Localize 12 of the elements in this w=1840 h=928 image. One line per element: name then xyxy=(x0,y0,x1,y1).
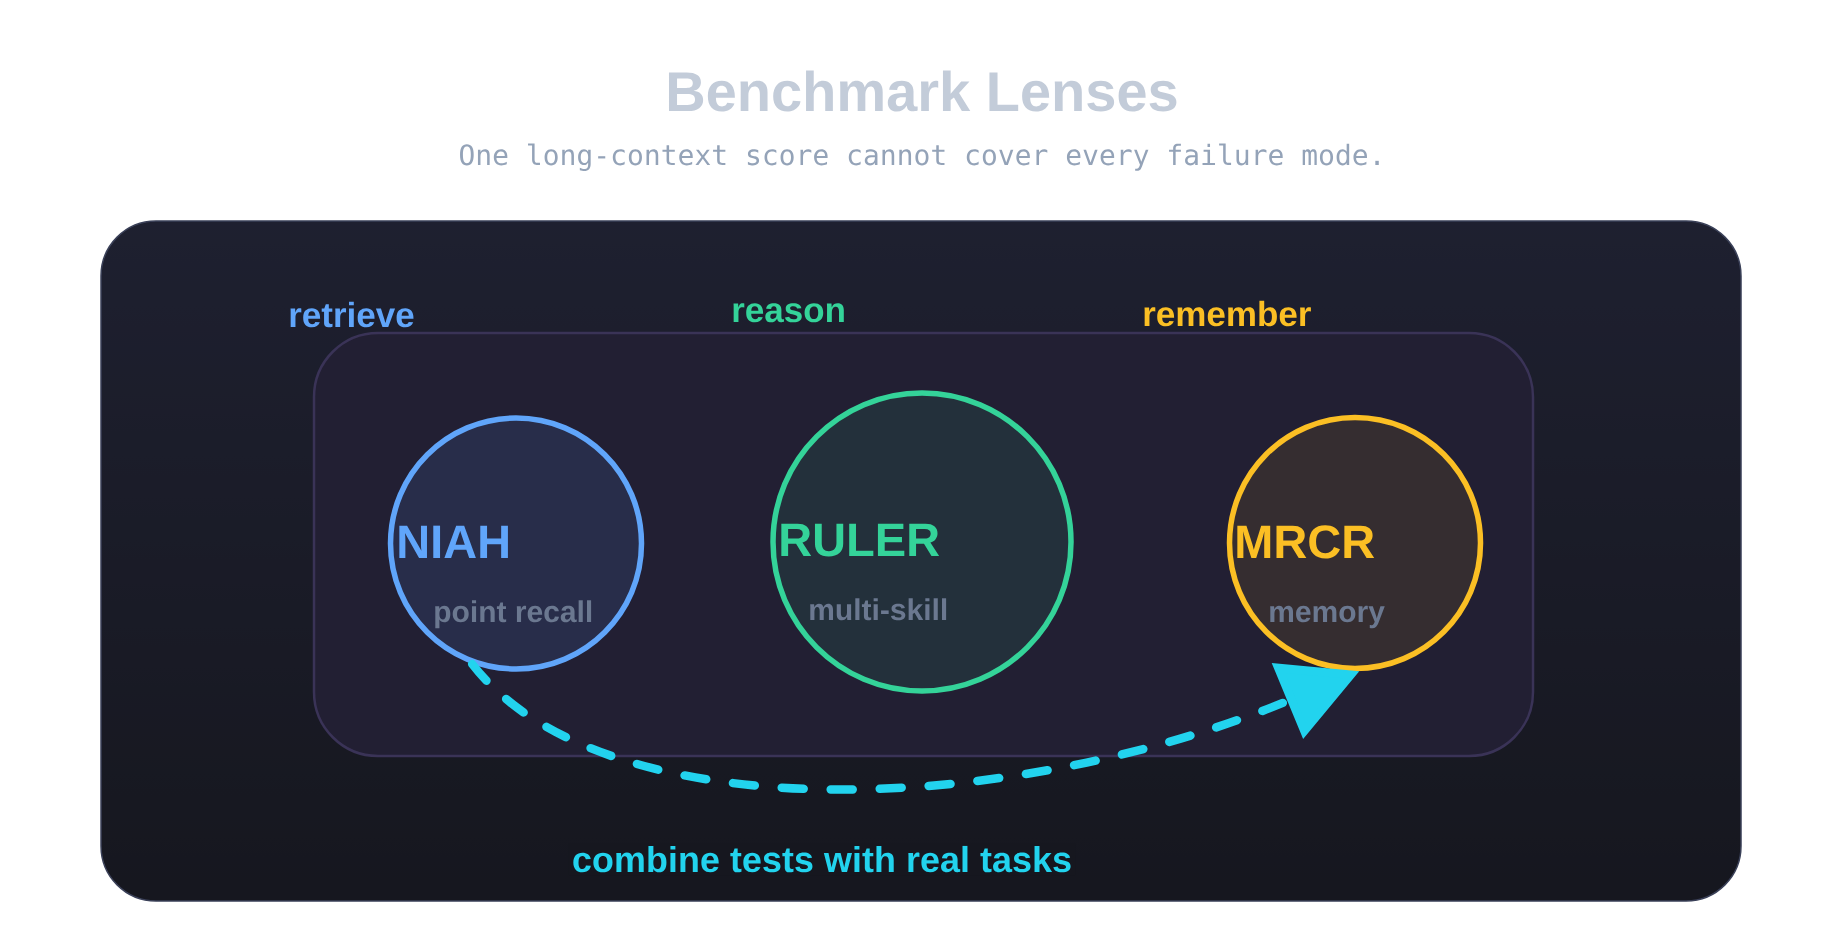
benchmark-name: RULER xyxy=(781,523,940,557)
edge-label: combine tests with real tasks xyxy=(568,842,1076,876)
category-label: remember xyxy=(1144,300,1311,327)
category-label: reason xyxy=(733,303,844,323)
benchmark-description: memory xyxy=(1270,605,1385,629)
title: Benchmark Lenses xyxy=(668,70,1177,112)
subtitle: One long-context score cannot cover every failure mode. xyxy=(460,143,1379,171)
benchmark-name: MRCR xyxy=(1237,525,1375,559)
benchmark-name: NIAH xyxy=(399,525,508,558)
benchmark-description: multi-skill xyxy=(810,598,947,621)
category-label: retrieve xyxy=(290,301,414,328)
benchmark-description: point recall xyxy=(435,600,592,629)
